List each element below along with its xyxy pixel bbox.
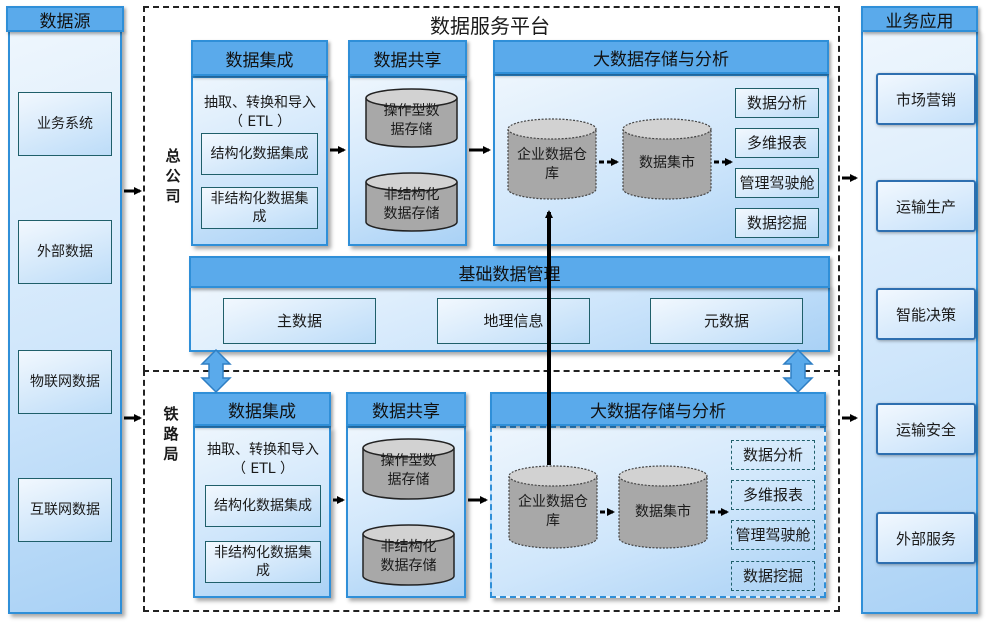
platform-title: 数据服务平台 (430, 14, 550, 38)
source-external-data[interactable]: 外部数据 (18, 220, 112, 284)
database-icon (365, 88, 458, 148)
bureau-enterprise-warehouse-label: 企业数据仓库 (518, 494, 588, 529)
hq-tool-dashboard[interactable]: 管理驾驶舱 (735, 168, 819, 198)
bureau-enterprise-warehouse[interactable]: 企业数据仓库 (508, 465, 598, 549)
hq-etl-line2: （ ETL ） (228, 114, 292, 130)
source-iot-data[interactable]: 物联网数据 (18, 350, 112, 414)
master-data-item-main[interactable]: 主数据 (223, 298, 376, 344)
bureau-region (143, 370, 840, 612)
hq-operational-store[interactable]: 操作型数据存储 (365, 88, 458, 148)
bureau-operational-store[interactable]: 操作型数据存储 (362, 438, 455, 500)
app-transport-production[interactable]: 运输生产 (876, 180, 976, 232)
bureau-unstructured-store-label: 非结构化数据存储 (380, 539, 437, 574)
database-icon (365, 172, 458, 232)
master-data-item-geo[interactable]: 地理信息 (437, 298, 590, 344)
hq-data-mart-label: 数据集市 (639, 155, 695, 171)
bureau-tool-dashboard[interactable]: 管理驾驶舱 (731, 520, 815, 550)
master-data-title: 基础数据管理 (189, 256, 830, 288)
database-icon (618, 465, 708, 549)
hq-integration-title: 数据集成 (191, 40, 328, 76)
bureau-data-mart-label: 数据集市 (635, 504, 691, 520)
source-internet-data[interactable]: 互联网数据 (18, 478, 112, 542)
bureau-unstructured-store[interactable]: 非结构化数据存储 (362, 524, 455, 586)
app-external-service[interactable]: 外部服务 (876, 512, 976, 564)
bureau-operational-store-label: 操作型数据存储 (380, 453, 437, 488)
hq-bigdata-title: 大数据存储与分析 (493, 40, 829, 74)
hq-region (143, 6, 840, 371)
database-icon (362, 438, 455, 500)
bureau-tool-data-analysis[interactable]: 数据分析 (731, 440, 815, 470)
bureau-integration-title: 数据集成 (193, 392, 331, 426)
database-icon (622, 118, 712, 200)
bureau-label: 铁路局 (163, 405, 179, 463)
hq-tool-data-analysis[interactable]: 数据分析 (735, 88, 819, 118)
app-marketing[interactable]: 市场营销 (876, 73, 976, 125)
bureau-sharing-title: 数据共享 (346, 392, 466, 426)
app-transport-safety[interactable]: 运输安全 (876, 403, 976, 455)
hq-sharing-title: 数据共享 (348, 40, 467, 76)
database-icon (362, 524, 455, 586)
database-icon (507, 118, 597, 200)
hq-unstructured-integration[interactable]: 非结构化数据集成 (201, 187, 318, 229)
bureau-unstructured-integration[interactable]: 非结构化数据集成 (205, 541, 321, 583)
hq-operational-store-label: 操作型数据存储 (383, 103, 440, 138)
bureau-tool-multidim-report[interactable]: 多维报表 (731, 480, 815, 510)
hq-enterprise-warehouse[interactable]: 企业数据仓库 (507, 118, 597, 200)
source-business-system[interactable]: 业务系统 (18, 92, 112, 156)
master-data-item-meta[interactable]: 元数据 (650, 298, 803, 344)
bureau-tool-data-mining[interactable]: 数据挖掘 (731, 561, 815, 591)
hq-etl-line1: 抽取、转换和导入 (204, 95, 316, 111)
applications-title: 业务应用 (861, 6, 978, 32)
database-icon (508, 465, 598, 549)
bureau-bigdata-title: 大数据存储与分析 (490, 392, 826, 426)
hq-enterprise-warehouse-label: 企业数据仓库 (517, 147, 587, 182)
bureau-structured-integration[interactable]: 结构化数据集成 (205, 485, 321, 527)
bureau-etl-line2: （ ETL ） (231, 461, 295, 477)
bureau-etl-line1: 抽取、转换和导入 (207, 442, 319, 458)
hq-data-mart[interactable]: 数据集市 (622, 118, 712, 200)
app-intelligent-decision[interactable]: 智能决策 (876, 288, 976, 340)
hq-structured-integration[interactable]: 结构化数据集成 (201, 133, 318, 175)
hq-unstructured-store[interactable]: 非结构化数据存储 (365, 172, 458, 232)
hq-tool-data-mining[interactable]: 数据挖掘 (735, 208, 819, 238)
hq-unstructured-store-label: 非结构化数据存储 (383, 187, 440, 222)
data-sources-title: 数据源 (6, 6, 124, 32)
hq-label: 总公司 (165, 147, 181, 205)
hq-tool-multidim-report[interactable]: 多维报表 (735, 128, 819, 158)
bureau-data-mart[interactable]: 数据集市 (618, 465, 708, 549)
